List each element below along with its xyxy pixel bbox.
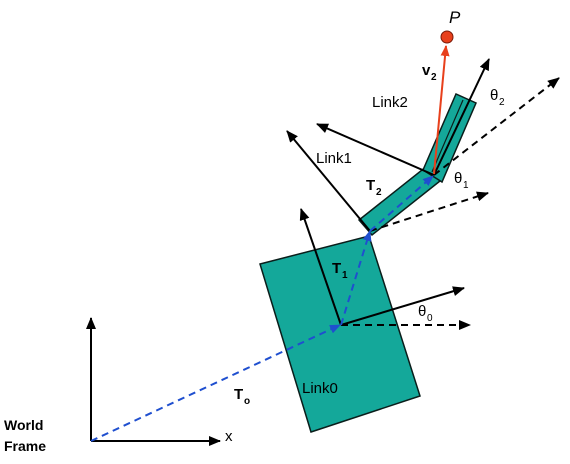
T1-vector [340,230,372,326]
T1-subscript: 1 [342,270,348,281]
world-label-line1: World [4,417,43,433]
point-P-label: P [449,8,461,27]
link0-y-axis [299,208,342,326]
link0-body [259,235,421,433]
world-frame [86,317,221,446]
link1-reference-dashed [369,191,489,232]
link0-label: Link0 [302,380,338,397]
link2-frame [316,58,560,176]
v2-vector [433,45,450,175]
x-axis-label: x [225,428,233,445]
theta2-label: θ [490,87,498,104]
translation-vectors [90,175,434,442]
T0-subscript: o [244,396,250,407]
point-P-marker [440,30,454,44]
link1-axis-a [286,130,371,232]
link2-label: Link2 [372,94,408,111]
T0-label: T [234,386,243,403]
link2-axis-a [316,123,435,176]
v2-subscript: 2 [431,72,437,83]
theta2-subscript: 2 [499,97,505,108]
link0-x-axis [340,286,465,326]
theta1-label: θ [454,170,462,187]
theta0-label: θ [418,303,426,320]
T0-vector [90,324,341,442]
link2-inner-edge [431,99,464,173]
theta0-subscript: 0 [427,313,433,324]
T1-label: T [332,260,341,277]
world-label-line2: Frame [4,438,46,454]
link1-frame [286,130,489,232]
link1-label: Link1 [316,150,352,167]
T2-subscript: 2 [376,187,382,198]
T2-label: T [366,177,375,194]
theta1-subscript: 1 [463,180,469,191]
link0-frame [299,208,471,330]
link2-reference-dashed [433,77,560,176]
link2-axis-b [433,58,490,176]
T2-vector [369,175,434,232]
v2-label: v [422,62,431,79]
link2-body [422,93,477,184]
